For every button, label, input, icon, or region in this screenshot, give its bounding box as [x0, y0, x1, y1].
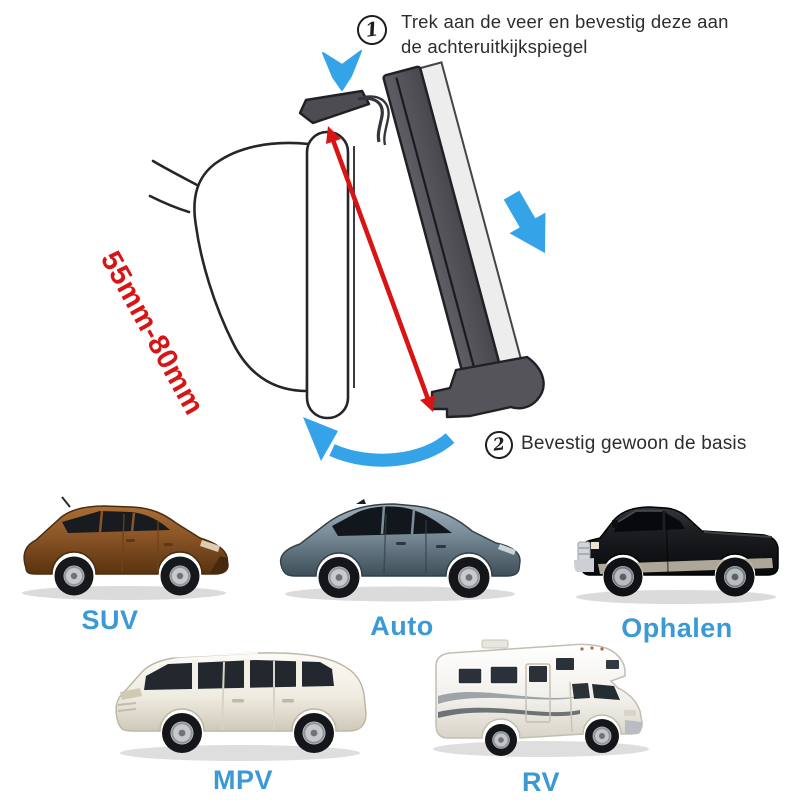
step-1-text: Trek aan de veer en bevestig deze aan de… — [401, 11, 729, 58]
spring-wire-icon — [357, 95, 390, 146]
vehicle-label-auto: Auto — [370, 611, 434, 641]
vehicle-label-suv: SUV — [81, 605, 139, 635]
vehicle-label-mpv: MPV — [212, 765, 273, 795]
mount-base — [430, 355, 545, 419]
step-2: 2 Bevestig gewoon de basis — [483, 429, 747, 461]
step-2-text: Bevestig gewoon de basis — [521, 433, 747, 454]
slide-down-arrow-icon — [503, 190, 546, 254]
mount-hook — [298, 89, 371, 125]
rv-image — [433, 639, 649, 757]
installation-diagram — [148, 50, 546, 467]
ophalen-image — [574, 506, 779, 604]
auto-image — [279, 499, 521, 602]
vehicle-label-ophalen: Ophalen — [621, 613, 733, 643]
vehicle-label-rv: RV — [521, 767, 561, 797]
mpv-image — [115, 652, 367, 761]
press-down-arrow-icon — [322, 50, 362, 91]
mirror-pill — [305, 130, 350, 420]
rotate-arrow-icon — [303, 417, 455, 467]
mirror-stem-lines — [148, 159, 199, 214]
suv-image — [22, 496, 229, 600]
mirror-body-outline — [193, 141, 311, 393]
measure-arrow — [326, 126, 435, 412]
step-2-number: 2 — [483, 429, 515, 461]
